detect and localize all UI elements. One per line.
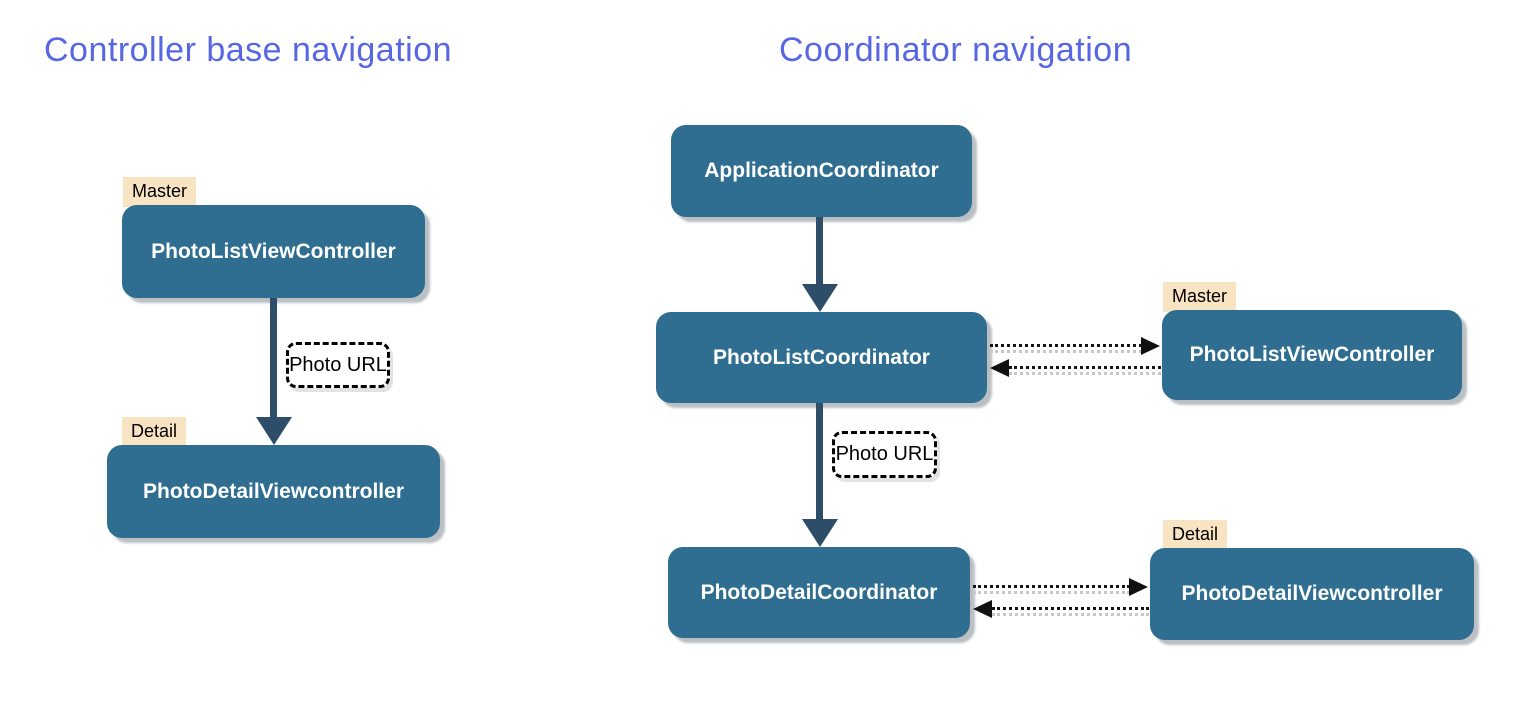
node-label: PhotoListViewController — [1189, 343, 1435, 366]
master-tag: Master — [123, 177, 197, 207]
edge-label-photo-url: Photo URL — [286, 342, 390, 388]
arrow-head-icon — [256, 417, 292, 445]
node-label: ApplicationCoordinator — [704, 159, 939, 182]
node-label: PhotoListViewController — [151, 239, 396, 263]
dotted-arrow-left — [1009, 366, 1161, 369]
node-label: PhotoListCoordinator — [713, 345, 930, 369]
dotted-arrow-shadow — [990, 350, 1142, 353]
dotted-arrow-shadow — [973, 591, 1130, 594]
dotted-arrow-shadow — [1009, 372, 1161, 375]
dotted-arrow-left — [992, 607, 1149, 610]
arrow-head-left-icon — [973, 600, 992, 618]
arrow-head-right-icon — [1141, 337, 1160, 355]
arrow-head-icon — [802, 519, 838, 547]
arrow-head-left-icon — [990, 359, 1009, 377]
node-photodetailcoordinator: PhotoDetailCoordinator — [668, 547, 970, 638]
node-photodetailviewcontroller-right: PhotoDetailViewcontroller — [1150, 548, 1474, 640]
edge-label-photo-url: Photo URL — [832, 431, 937, 478]
arrow-shaft — [816, 217, 823, 287]
controller-base-title: Controller base navigation — [44, 31, 453, 69]
node-label: PhotoDetailViewcontroller — [1181, 582, 1443, 605]
node-photodetailviewcontroller: PhotoDetailViewcontroller — [107, 445, 440, 538]
node-label: PhotoDetailViewcontroller — [143, 479, 404, 503]
node-label: PhotoDetailCoordinator — [700, 580, 938, 604]
arrow-head-icon — [802, 284, 838, 312]
detail-tag: Detail — [122, 417, 187, 447]
node-photolistviewcontroller: PhotoListViewController — [122, 205, 425, 298]
dotted-arrow-right — [990, 344, 1142, 347]
arrow-head-right-icon — [1129, 578, 1148, 596]
master-tag: Master — [1163, 282, 1237, 312]
dotted-arrow-right — [973, 585, 1130, 588]
node-photolistcoordinator: PhotoListCoordinator — [656, 312, 987, 403]
dotted-arrow-shadow — [992, 613, 1149, 616]
coordinator-title: Coordinator navigation — [779, 31, 1133, 69]
node-applicationcoordinator: ApplicationCoordinator — [671, 125, 972, 217]
arrow-shaft — [816, 403, 823, 521]
node-photolistviewcontroller-right: PhotoListViewController — [1162, 310, 1462, 400]
detail-tag: Detail — [1163, 520, 1228, 550]
arrow-shaft — [270, 298, 277, 420]
